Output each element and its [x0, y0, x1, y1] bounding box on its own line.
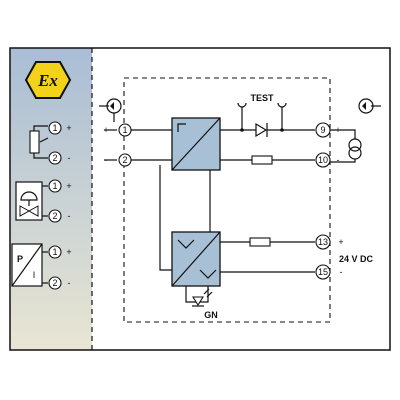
terminal-pwr-13-label: 13 [318, 237, 328, 247]
terminal-pi-2 [48, 276, 62, 290]
terminal-valve-2-sign: - [68, 211, 71, 221]
terminal-pi-1-label: 1 [52, 247, 57, 257]
terminal-in-1-sign: + [103, 125, 108, 135]
terminal-in-1-label: 1 [122, 125, 127, 135]
test-socket-left-icon [237, 102, 247, 132]
supply-label: 24 V DC [339, 254, 374, 264]
terminal-pwr-13 [315, 234, 331, 250]
terminal-pwr-15 [315, 264, 331, 280]
pi-converter-icon [11, 243, 48, 287]
terminal-out-10 [315, 152, 331, 168]
terminal-pwr-15-label: 15 [318, 267, 328, 277]
terminal-pot-1-sign: + [66, 123, 71, 133]
terminal-pwr-13-sign: + [338, 237, 343, 247]
ex-symbol: Ex [37, 71, 58, 90]
terminal-pi-2-label: 2 [52, 278, 57, 288]
input-isolator-block [171, 117, 221, 171]
valve-actuator-icon [15, 181, 48, 221]
terminal-pot-2-label: 2 [52, 153, 57, 163]
terminal-pi-1 [48, 245, 62, 259]
status-led-icon [185, 286, 213, 307]
test-label: TEST [250, 93, 274, 103]
terminal-pot-2 [48, 151, 62, 165]
internal-link-left [159, 165, 172, 271]
terminal-pot-1-label: 1 [52, 123, 57, 133]
terminal-in-2-sign: - [105, 155, 108, 165]
led-label: GN [204, 310, 218, 320]
terminal-pot-1 [48, 121, 62, 135]
diagram-frame [9, 47, 391, 351]
terminal-valve-1-sign: + [66, 181, 71, 191]
power-isolator-block [171, 231, 221, 287]
converter-i-label: I [33, 270, 36, 280]
current-source-icon [330, 129, 362, 163]
input-current-arrow-icon [99, 98, 122, 114]
terminal-pi-2-sign: - [68, 278, 71, 288]
terminal-valve-1-label: 1 [52, 181, 57, 191]
potentiometer-icon [29, 125, 49, 159]
terminal-out-10-label: 10 [318, 155, 328, 165]
converter-p-label: P [17, 254, 23, 264]
terminal-pi-1-sign: + [66, 247, 71, 257]
terminal-in-2-label: 2 [122, 155, 127, 165]
terminal-valve-2 [48, 209, 62, 223]
terminal-valve-1 [48, 179, 62, 193]
output-current-arrow-icon [358, 98, 381, 114]
output-resistor [251, 155, 273, 165]
ex-hazard-icon: Ex [24, 61, 72, 99]
terminal-pwr-15-sign: - [340, 267, 343, 277]
test-diode-icon [255, 122, 268, 138]
terminal-out-10-sign: - [337, 155, 340, 165]
test-socket-right-icon [277, 102, 287, 132]
terminal-out-9-label: 9 [320, 125, 325, 135]
power-resistor [249, 237, 271, 247]
module-outline [123, 77, 331, 323]
terminal-pot-2-sign: - [68, 153, 71, 163]
terminal-valve-2-label: 2 [52, 211, 57, 221]
